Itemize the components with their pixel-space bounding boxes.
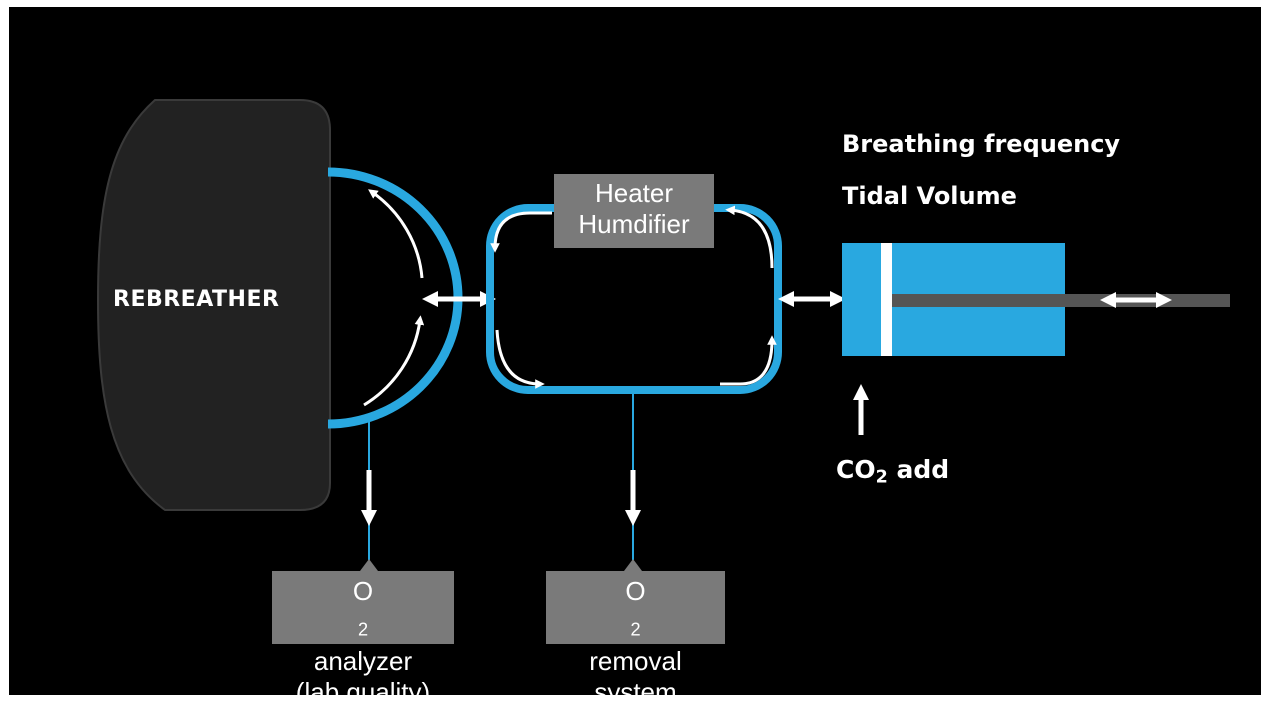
analyzer-subscript: 2 — [357, 619, 369, 640]
removal-line2: system — [594, 676, 677, 707]
o2-analyzer-box: O 2 analyzer (lab quality) — [272, 571, 454, 707]
circuit-flow-lower-right — [720, 335, 777, 386]
circuit-flow-bottom — [495, 329, 545, 389]
removal-suffix: removal — [589, 645, 682, 676]
piston-plate — [881, 243, 892, 356]
removal-prefix: O — [625, 576, 646, 606]
analyzer-line2: (lab quality) — [295, 676, 431, 707]
co2-suffix: add — [887, 455, 950, 484]
analyzer-suffix: analyzer — [313, 645, 413, 676]
tidal-volume-label: Tidal Volume — [842, 182, 1017, 210]
circuit-flow-upper-right — [725, 205, 774, 269]
rebreather-loop-flow-lower — [363, 315, 425, 407]
heater-humidifier-box: Heater Humdifier — [554, 174, 714, 248]
circuit-flow-left — [490, 211, 552, 253]
co2-prefix: CO — [836, 455, 876, 484]
breathing-frequency-label: Breathing frequency — [842, 130, 1121, 158]
piston-rod — [892, 294, 1230, 307]
humidifier-label: Humdifier — [578, 209, 690, 239]
removal-line1: O 2 removal — [546, 576, 725, 677]
rebreather-loop-flow-upper — [368, 189, 424, 279]
o2-removal-box: O 2 removal system — [546, 571, 725, 707]
heater-label: Heater — [594, 178, 674, 208]
analyzer-tab — [360, 559, 378, 571]
analyzer-line1: O 2 analyzer — [272, 576, 454, 677]
co2-add-label: CO2 add — [836, 455, 949, 487]
rebreather-label: REBREATHER — [113, 287, 280, 312]
rebreather-shape — [96, 99, 331, 511]
co2-subscript: 2 — [875, 467, 888, 488]
analyzer-prefix: O — [352, 576, 374, 606]
removal-subscript: 2 — [630, 619, 641, 640]
removal-tab — [624, 559, 642, 571]
